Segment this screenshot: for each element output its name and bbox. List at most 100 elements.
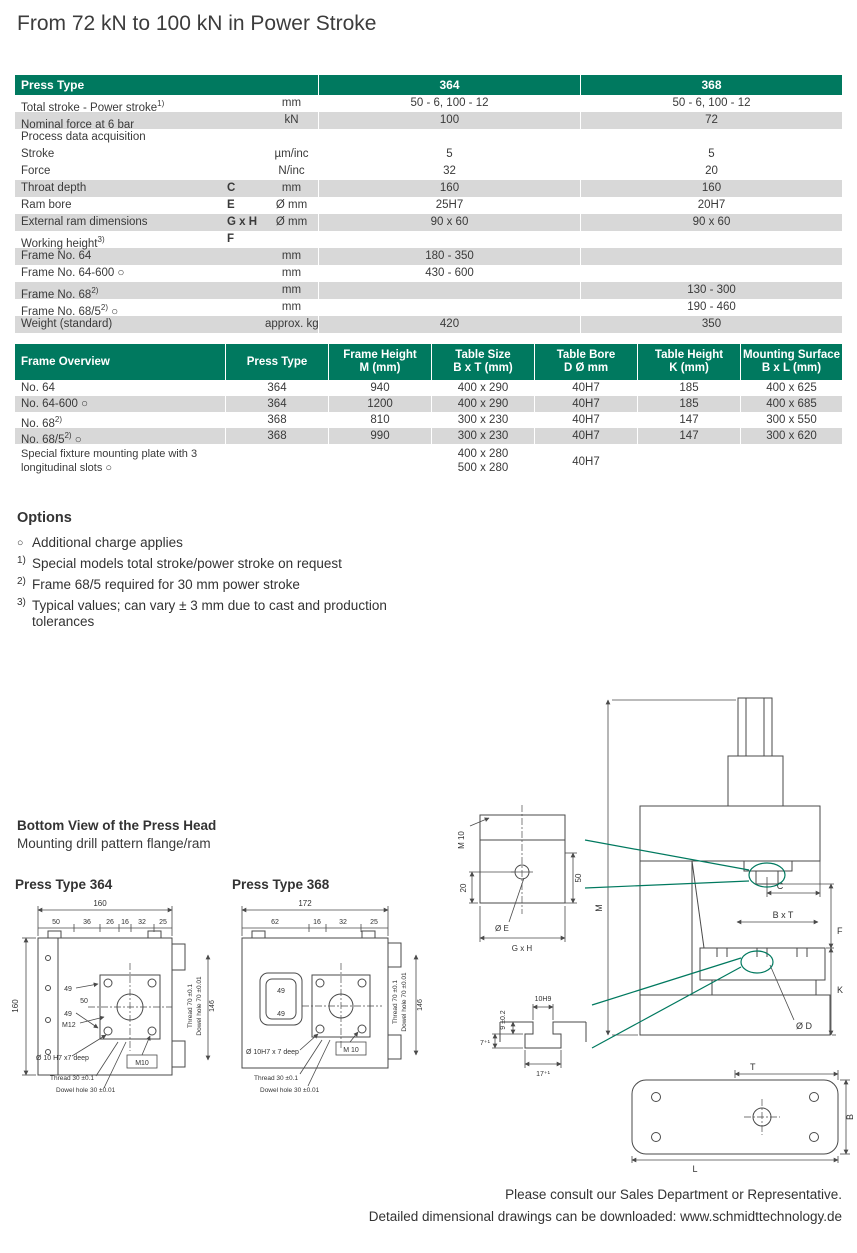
- row-symbol: [227, 299, 265, 316]
- table-row: Total stroke - Power stroke1) mm 50 - 6,…: [15, 95, 842, 114]
- dim-label-10H9: 10H9: [535, 996, 552, 1003]
- row-label: Ram bore: [21, 199, 72, 211]
- row-unit: Ø mm: [275, 216, 308, 228]
- value-364: 100: [318, 112, 580, 129]
- value-364: 430 - 600: [318, 265, 580, 282]
- value-364: [318, 299, 580, 316]
- dim-label-thread30: Thread 30 ±0.1: [254, 1075, 298, 1082]
- cell-frame-height: [328, 444, 431, 480]
- dim-label-49b: 49: [64, 1011, 72, 1018]
- spec-header-364: 364: [318, 75, 580, 95]
- dim-label-K: K: [837, 985, 843, 995]
- dim-label-M12: M12: [62, 1022, 76, 1029]
- dim-label-50b: 50: [80, 998, 88, 1005]
- table-row: Weight (standard) approx. kg 420 350: [15, 316, 842, 333]
- dim-seg-32: 32: [339, 919, 347, 926]
- bottom-view-heading: Bottom View of the Press Head: [17, 818, 217, 833]
- table-row: No. 682) 368 810 300 x 230 40H7 147 300 …: [15, 412, 842, 430]
- row-symbol: [227, 265, 265, 282]
- row-label: Frame No. 68/52) ○: [21, 303, 119, 318]
- row-label: Throat depth: [21, 182, 87, 194]
- value-368: [580, 248, 842, 265]
- dim-label-dowel30: Dowel hole 30 ±0.01: [260, 1087, 320, 1094]
- value-364: 50 - 6, 100 - 12: [318, 95, 580, 112]
- footer-line2: Detailed dimensional drawings can be dow…: [368, 1209, 842, 1224]
- footer: Please consult our Sales Department or R…: [369, 1184, 842, 1228]
- spec-header-symbol-col: [227, 75, 265, 95]
- value-368: 160: [580, 180, 842, 197]
- row-symbol: E: [227, 199, 235, 211]
- dim-label-146: 146: [209, 1000, 216, 1012]
- cell-table-size: 300 x 230: [431, 428, 534, 444]
- t-slot-detail-drawing: [492, 1004, 587, 1068]
- options-section: Options ○ Additional charge applies 1) S…: [17, 510, 409, 635]
- table-row: Frame No. 64-600 ○ mm 430 - 600: [15, 265, 842, 282]
- dim-label-M10: M 10: [457, 831, 466, 849]
- dim-seg-16: 16: [121, 919, 129, 926]
- row-symbol: [227, 129, 265, 180]
- cell-table-height: 185: [637, 396, 740, 412]
- dim-label-dowel30: Dowel hole 30 ±0.01: [56, 1087, 116, 1094]
- table-row-special-fixture: Special fixture mounting plate with 3 lo…: [15, 444, 842, 480]
- value-364: 420: [318, 316, 580, 333]
- row-unit: mm: [281, 301, 302, 313]
- dim-label-50: 50: [574, 873, 583, 882]
- cell-table-height: 147: [637, 412, 740, 428]
- cell-table-height: 185: [637, 380, 740, 396]
- value-364: 160: [318, 180, 580, 197]
- bottom-view-subheading: Mounting drill pattern flange/ram: [17, 836, 211, 851]
- value-368: 190 - 460: [580, 299, 842, 316]
- row-symbol: [227, 112, 265, 129]
- dim-label-L: L: [692, 1164, 697, 1174]
- footnote-marker: 2): [17, 576, 26, 587]
- cell-table-bore: 40H7: [534, 412, 637, 428]
- dim-seg-36: 36: [83, 919, 91, 926]
- dim-label-thread30: Thread 30 ±0.1: [50, 1075, 94, 1082]
- cell-table-size: 400 x 280 500 x 280: [431, 444, 534, 480]
- dim-label-49a: 49: [277, 988, 285, 995]
- cell-press-type: 364: [225, 396, 328, 412]
- dim-label-M10-box: M 10: [343, 1047, 359, 1054]
- footnote-marker: 3): [17, 597, 26, 608]
- footnote-marker: 1): [17, 555, 26, 566]
- list-item: ○ Additional charge applies: [17, 535, 183, 550]
- table-row: Frame No. 64 mm 180 - 350: [15, 248, 842, 265]
- value-364: [318, 231, 580, 248]
- dim-label-M: M: [594, 904, 604, 912]
- frame-header-title: Frame Overview: [21, 356, 110, 368]
- dim-label-49a: 49: [64, 986, 72, 993]
- row-symbol: F: [227, 233, 235, 245]
- row-label: Weight (standard): [21, 318, 113, 330]
- dim-label-hole: Ø 10 H7 x7 deep: [36, 1055, 89, 1062]
- cell-press-type: 364: [225, 380, 328, 396]
- table-row: Frame No. 68/52) ○ mm 190 - 460: [15, 299, 842, 318]
- table-plan-view-drawing: [631, 1070, 850, 1163]
- cell-table-bore: 40H7: [534, 428, 637, 444]
- value-368: 20H7: [580, 197, 842, 214]
- value-368: [580, 265, 842, 282]
- dim-seg-25: 25: [159, 919, 167, 926]
- row-label: Nominal force at 6 bar: [21, 118, 135, 131]
- technical-drawings: M C B x T F K Ø D M 10 20 50 Ø E G x H: [11, 697, 855, 1174]
- row-symbol: [227, 248, 265, 265]
- table-row: No. 68/52) ○ 368 990 300 x 230 40H7 147 …: [15, 428, 842, 446]
- list-item: 1) Special models total stroke/power str…: [17, 555, 342, 571]
- dim-label-20: 20: [459, 883, 468, 892]
- row-label: Special fixture mounting plate with 3 lo…: [21, 448, 198, 474]
- dim-seg-25: 25: [370, 919, 378, 926]
- row-label: Frame No. 64-600 ○: [21, 267, 125, 279]
- spec-header-368: 368: [580, 75, 842, 95]
- cell-table-height: [637, 444, 740, 480]
- website-link[interactable]: www.schmidttechnology.de: [680, 1209, 842, 1224]
- cell-table-bore: 40H7: [534, 396, 637, 412]
- row-label: No. 64-600 ○: [21, 398, 89, 410]
- row-symbol: G x H: [227, 216, 258, 228]
- dim-label-172-total: 172: [298, 899, 312, 908]
- value-368: 130 - 300: [580, 282, 842, 299]
- table-row: No. 64-600 ○ 364 1200 400 x 290 40H7 185…: [15, 396, 842, 412]
- row-symbol: [227, 95, 265, 112]
- table-row: External ram dimensions G x H Ø mm 90 x …: [15, 214, 842, 231]
- dim-label-GxH: G x H: [512, 944, 533, 953]
